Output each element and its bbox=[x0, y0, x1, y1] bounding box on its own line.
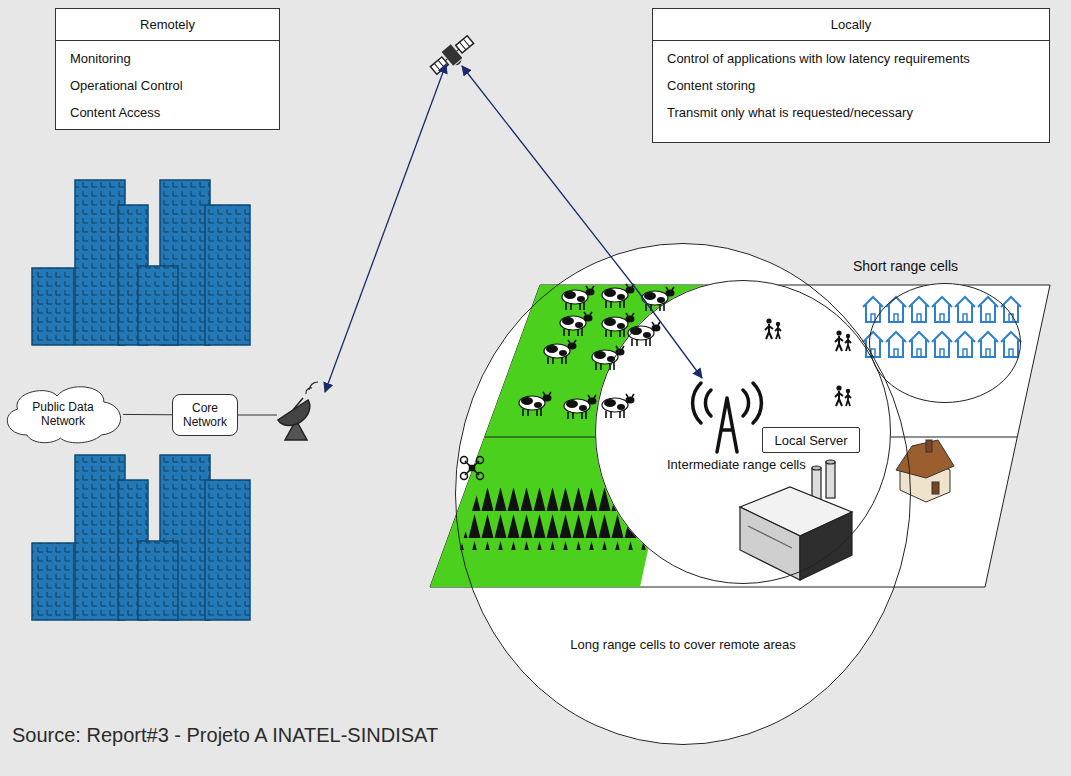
circle-shape bbox=[596, 281, 891, 584]
farm-house bbox=[896, 440, 954, 502]
table-heading: Locally bbox=[653, 9, 1049, 41]
info-table: LocallyControl of applications with low … bbox=[652, 8, 1050, 143]
circle-outline bbox=[455, 243, 911, 745]
process-box: Core Network bbox=[172, 394, 238, 436]
intermediate-fill bbox=[595, 280, 891, 584]
houses bbox=[863, 297, 1021, 357]
table-item: Transmit only what is requested/necessar… bbox=[653, 99, 1049, 126]
coverage-circle: Short range cells bbox=[869, 283, 1021, 403]
backhaul-line bbox=[238, 415, 277, 416]
drone-icon bbox=[461, 457, 484, 480]
coverage-circle: Long range cells to cover remote areas In… bbox=[455, 243, 911, 745]
node-label: Core Network bbox=[177, 401, 233, 429]
source-note: Source: Report#3 - Projeto A INATEL-SIND… bbox=[12, 724, 438, 747]
table-item: Operational Control bbox=[56, 72, 279, 99]
table-item: Content Access bbox=[56, 99, 279, 126]
circle-outline bbox=[869, 283, 1021, 403]
cattle bbox=[519, 284, 675, 419]
node-label: Intermediate range cells bbox=[667, 457, 827, 472]
node-label: Public Data Network bbox=[15, 400, 111, 428]
node-label: Short range cells bbox=[853, 258, 1003, 274]
circle-shape bbox=[870, 284, 1021, 403]
node-label: Long range cells to cover remote areas bbox=[455, 637, 911, 652]
short-range-fill bbox=[869, 283, 1021, 403]
table-item: Monitoring bbox=[56, 45, 279, 72]
connector-line bbox=[123, 414, 172, 415]
ground-station bbox=[278, 382, 318, 440]
table-item: Control of applications with low latency… bbox=[653, 45, 1049, 72]
satellite bbox=[428, 33, 478, 80]
node-label: Local Server bbox=[775, 433, 848, 448]
server-box: Local Server bbox=[762, 427, 860, 453]
radio-tower bbox=[693, 383, 762, 452]
info-table: RemotelyMonitoringOperational ControlCon… bbox=[55, 8, 280, 130]
cloud-shape bbox=[7, 387, 120, 443]
factory bbox=[740, 460, 852, 580]
coverage-circle: Intermediate range cells Local Server bbox=[595, 280, 891, 584]
satellite-link bbox=[325, 64, 446, 392]
table-item: Content storing bbox=[653, 72, 1049, 99]
people bbox=[765, 318, 851, 406]
table-heading: Remotely bbox=[56, 9, 279, 41]
network-cloud: Public Data Network bbox=[3, 384, 123, 444]
circle-shape bbox=[456, 244, 911, 745]
